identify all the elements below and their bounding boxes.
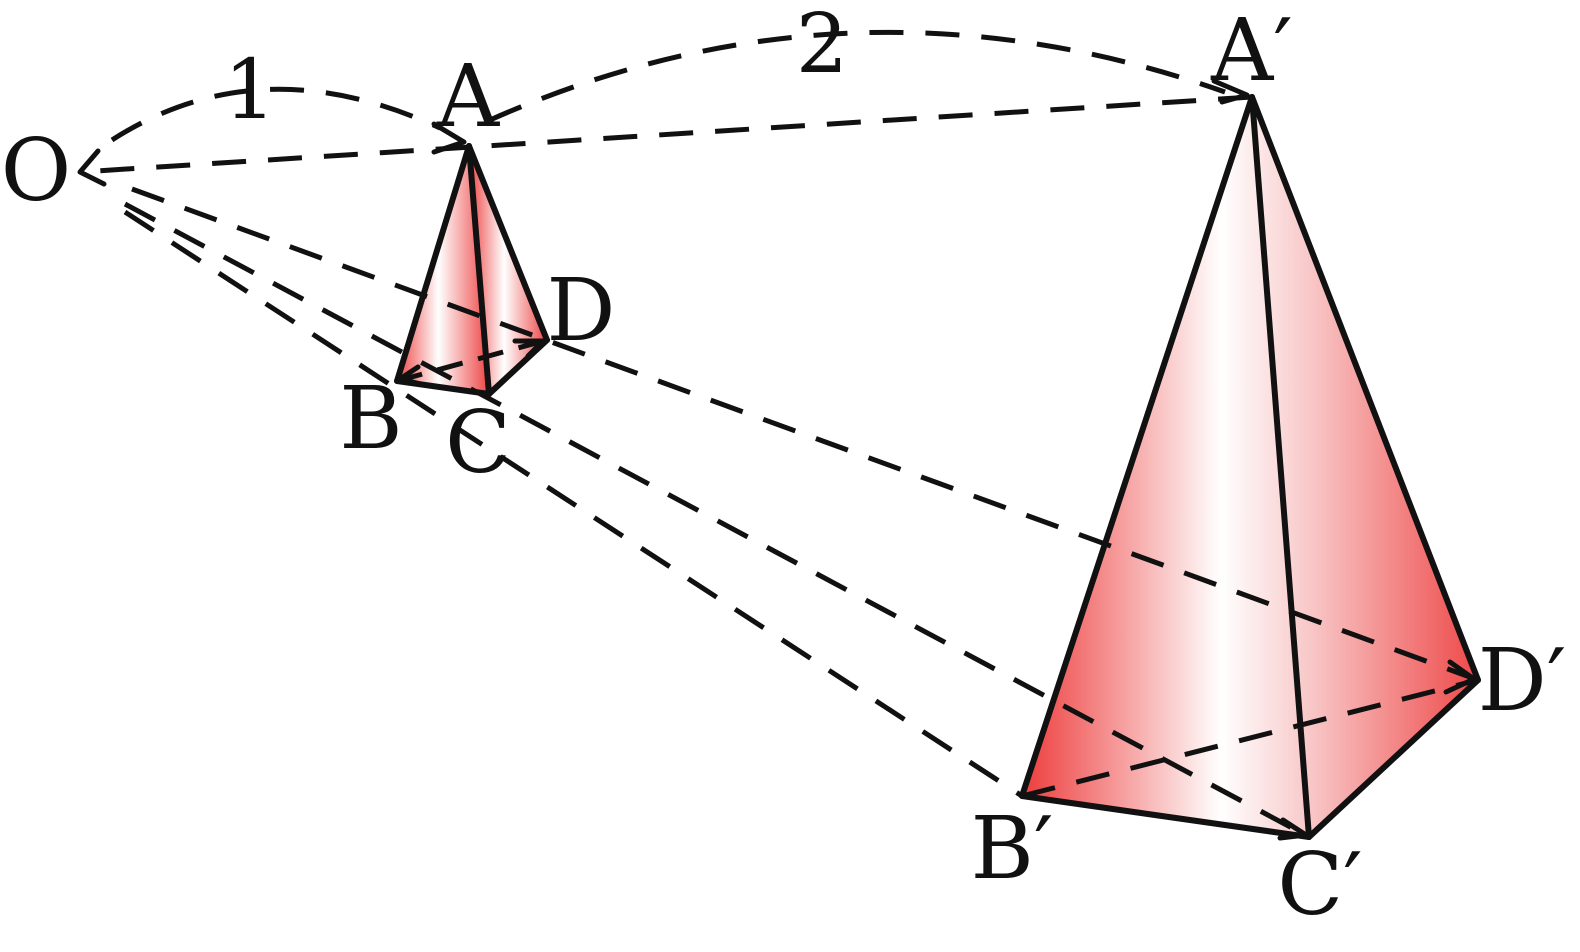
label-b-prime: B′ bbox=[971, 799, 1054, 899]
label-a-prime: A′ bbox=[1210, 1, 1293, 101]
arrowhead-at-a-prime bbox=[1211, 78, 1250, 105]
ratio-arcs bbox=[110, 29, 1226, 143]
arrowhead-at-a bbox=[431, 121, 467, 155]
small-face-abc bbox=[397, 146, 489, 394]
arrowheads bbox=[77, 78, 1477, 841]
projection-rays bbox=[79, 94, 1479, 840]
large-face-acd bbox=[1252, 97, 1478, 837]
vertex-labels: O A B C D A′ B′ C′ D′ bbox=[1, 1, 1567, 935]
label-d: D bbox=[547, 261, 616, 361]
ray-o-a-prime bbox=[79, 94, 1253, 175]
small-edge-ad bbox=[466, 143, 550, 343]
large-edge-bc bbox=[1019, 793, 1312, 840]
ratio-label-2: 2 bbox=[796, 0, 848, 92]
arc-o-to-a bbox=[110, 86, 442, 143]
large-pyramid-faces bbox=[1022, 97, 1478, 837]
ray-o-b-prime bbox=[123, 209, 1024, 799]
ratio-label-1: 1 bbox=[224, 43, 276, 138]
large-pyramid-edges bbox=[1019, 94, 1481, 840]
label-c: C bbox=[445, 393, 511, 493]
hidden-base-edges bbox=[396, 337, 1479, 799]
small-edge-bd-hidden bbox=[396, 337, 548, 384]
small-edge-ac bbox=[466, 143, 492, 397]
arrowhead-at-o bbox=[77, 148, 107, 187]
label-b: B bbox=[339, 369, 402, 469]
ray-o-d-prime bbox=[131, 186, 1479, 683]
arrowhead-at-c-prime bbox=[1277, 817, 1309, 841]
large-edge-cd bbox=[1306, 677, 1481, 840]
arc-a-to-a-prime bbox=[488, 29, 1226, 123]
arrowhead-at-d-prime bbox=[1443, 659, 1477, 695]
label-a: A bbox=[436, 47, 500, 147]
label-d-prime: D′ bbox=[1478, 631, 1566, 731]
label-o: O bbox=[1, 121, 72, 221]
ratio-numbers: 1 2 bbox=[224, 0, 848, 138]
large-edge-ab bbox=[1019, 94, 1255, 799]
large-edge-ad bbox=[1249, 94, 1481, 683]
large-edge-ac bbox=[1249, 94, 1312, 840]
large-face-abc bbox=[1022, 97, 1309, 837]
arrowhead-at-d bbox=[512, 338, 546, 359]
arrowhead-at-b bbox=[397, 364, 424, 387]
large-edge-bd-hidden bbox=[1021, 677, 1479, 799]
small-edge-ab bbox=[394, 143, 472, 384]
label-c-prime: C′ bbox=[1277, 835, 1362, 935]
